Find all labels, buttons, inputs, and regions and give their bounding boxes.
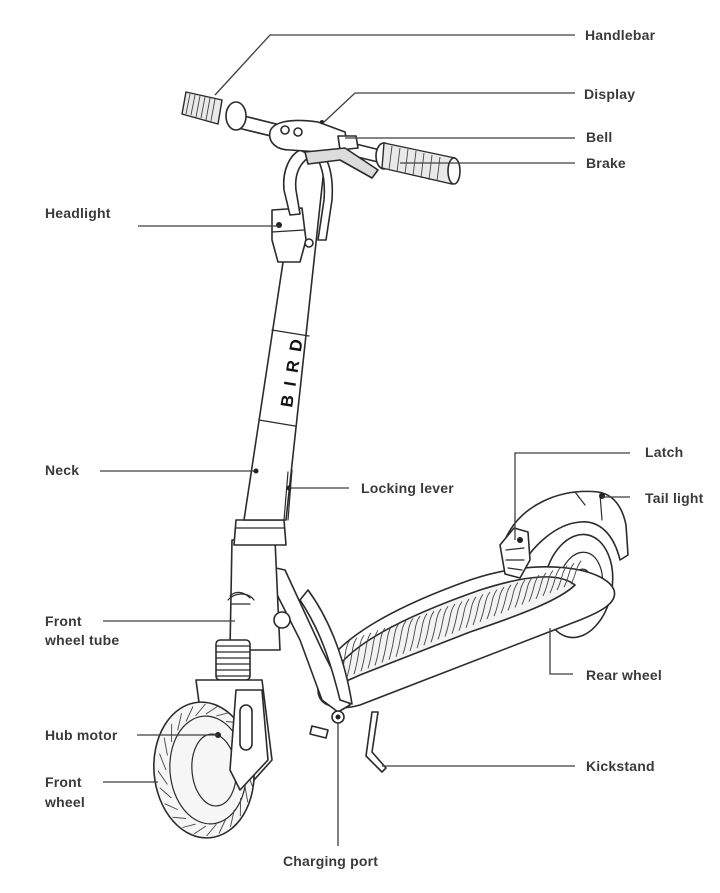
deck-groove xyxy=(549,567,561,594)
deck-groove xyxy=(479,591,491,623)
tread-mark xyxy=(182,823,196,828)
scooter-drawing xyxy=(153,91,629,839)
label-handlebar: Handlebar xyxy=(585,27,656,43)
display xyxy=(268,119,349,153)
label-latch: Latch xyxy=(645,444,684,460)
tread-mark xyxy=(159,787,172,799)
tread-mark xyxy=(185,706,194,722)
deck-groove xyxy=(388,622,400,660)
deck-groove xyxy=(395,620,407,657)
deck-groove xyxy=(409,615,421,652)
tread-mark xyxy=(177,713,182,731)
label-tail-light: Tail light xyxy=(645,490,704,506)
deck-groove xyxy=(535,572,547,599)
bird-emblem xyxy=(229,591,251,599)
bell xyxy=(337,135,359,151)
tread-mark xyxy=(230,809,235,827)
tread-mark xyxy=(205,705,219,715)
deck-groove xyxy=(465,596,477,628)
tail-light xyxy=(599,493,605,499)
deck-groove xyxy=(367,630,379,669)
deck-groove xyxy=(437,606,449,640)
leader-display xyxy=(322,92,575,124)
deck-groove xyxy=(430,608,442,643)
deck-groove xyxy=(458,598,470,631)
tread-mark xyxy=(159,753,167,771)
tread-mark xyxy=(172,816,187,819)
deck-groove xyxy=(493,586,505,617)
deck-groove xyxy=(346,637,358,678)
deck-groove xyxy=(570,560,582,585)
deck-groove xyxy=(416,613,428,649)
label-front-wheel-tube-line1: Front xyxy=(45,613,82,629)
tread-mark xyxy=(244,784,249,803)
deck-groove xyxy=(451,601,463,634)
label-front-wheel-line2: wheel xyxy=(45,794,85,810)
frame-lower xyxy=(261,564,351,713)
latch xyxy=(499,527,531,579)
front-wheel-tube xyxy=(229,539,281,651)
suspension-spring xyxy=(215,639,251,681)
tread-mark xyxy=(157,770,168,785)
tread-mark xyxy=(218,818,227,834)
deck-groove xyxy=(514,579,526,608)
deck-groove xyxy=(528,574,540,602)
label-display: Display xyxy=(584,86,636,102)
label-locking-lever: Locking lever xyxy=(361,480,454,496)
label-charging-port: Charging port xyxy=(283,853,379,869)
deck-groove xyxy=(500,584,512,614)
tread-mark xyxy=(193,825,207,835)
label-neck: Neck xyxy=(45,462,80,478)
deck-groove xyxy=(507,582,519,611)
deck-groove xyxy=(472,594,484,626)
deck-groove xyxy=(360,632,372,672)
label-front-wheel-tube-line2: wheel tube xyxy=(45,632,120,648)
label-front-wheel-line1: Front xyxy=(45,774,82,790)
deck-grip xyxy=(329,576,576,685)
label-bell: Bell xyxy=(586,129,613,145)
folding-clamp xyxy=(233,519,287,546)
brake-lever xyxy=(304,147,379,179)
label-headlight: Headlight xyxy=(45,205,111,221)
kickstand xyxy=(365,711,387,773)
tread-mark xyxy=(163,737,168,756)
label-hub-motor: Hub motor xyxy=(45,727,118,743)
leader-handlebar xyxy=(214,34,575,96)
label-brake: Brake xyxy=(586,155,626,171)
deck-groove xyxy=(563,562,575,588)
label-kickstand: Kickstand xyxy=(586,758,655,774)
tread-mark xyxy=(216,712,230,717)
deck-groove xyxy=(556,565,568,591)
deck-groove xyxy=(444,603,456,637)
deck-groove xyxy=(423,610,435,646)
leader-lines xyxy=(100,34,630,846)
deck-groove xyxy=(374,627,386,666)
tread-mark xyxy=(164,803,178,811)
left-grip xyxy=(181,91,247,131)
neck xyxy=(243,149,327,521)
deck-groove xyxy=(521,577,533,605)
deck-groove xyxy=(486,589,498,620)
leader-rear-wheel xyxy=(549,628,573,675)
tread-mark xyxy=(195,703,206,717)
label-rear-wheel: Rear wheel xyxy=(586,667,662,683)
deck-groove xyxy=(402,618,414,655)
deck-groove xyxy=(381,625,393,663)
deck-groove xyxy=(542,570,554,597)
leader-latch xyxy=(514,452,630,540)
rear-fender xyxy=(504,490,629,571)
deck-groove xyxy=(353,634,365,675)
tread-mark xyxy=(206,823,217,837)
